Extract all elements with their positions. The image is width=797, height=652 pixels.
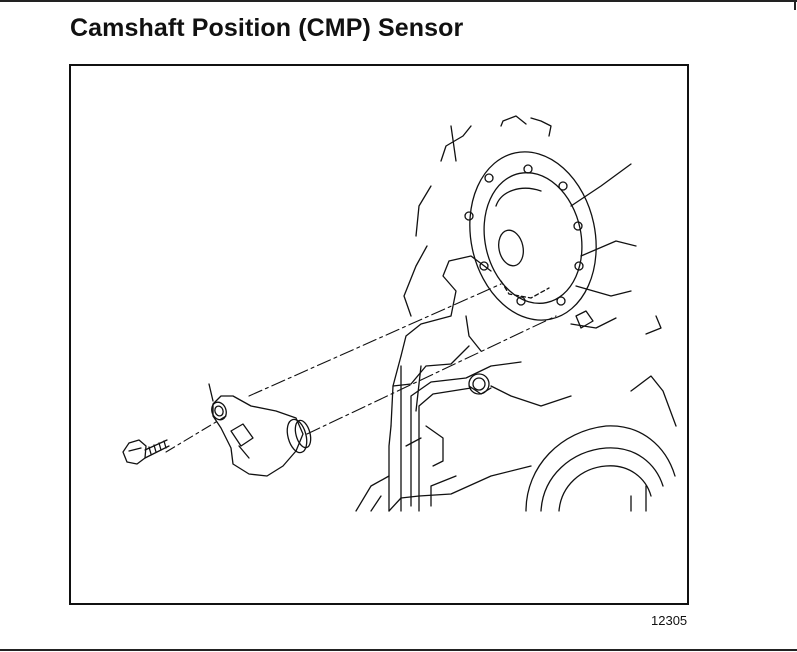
figure-frame	[69, 64, 689, 605]
cmp-sensor	[208, 383, 312, 477]
top-rule	[0, 0, 797, 2]
engine-front-cover	[355, 125, 677, 512]
page-title: Camshaft Position (CMP) Sensor	[70, 14, 464, 42]
alignment-lines	[165, 283, 557, 453]
figure-number: 12305	[651, 613, 688, 628]
sensor-bolt	[122, 439, 170, 465]
corner-tick	[794, 0, 796, 10]
bottom-rule	[0, 649, 797, 651]
camshaft-sprocket	[464, 115, 597, 321]
mount-bolt-head	[468, 310, 594, 395]
crankshaft-pulley	[525, 425, 676, 512]
cmp-sensor-illustration	[122, 115, 677, 512]
